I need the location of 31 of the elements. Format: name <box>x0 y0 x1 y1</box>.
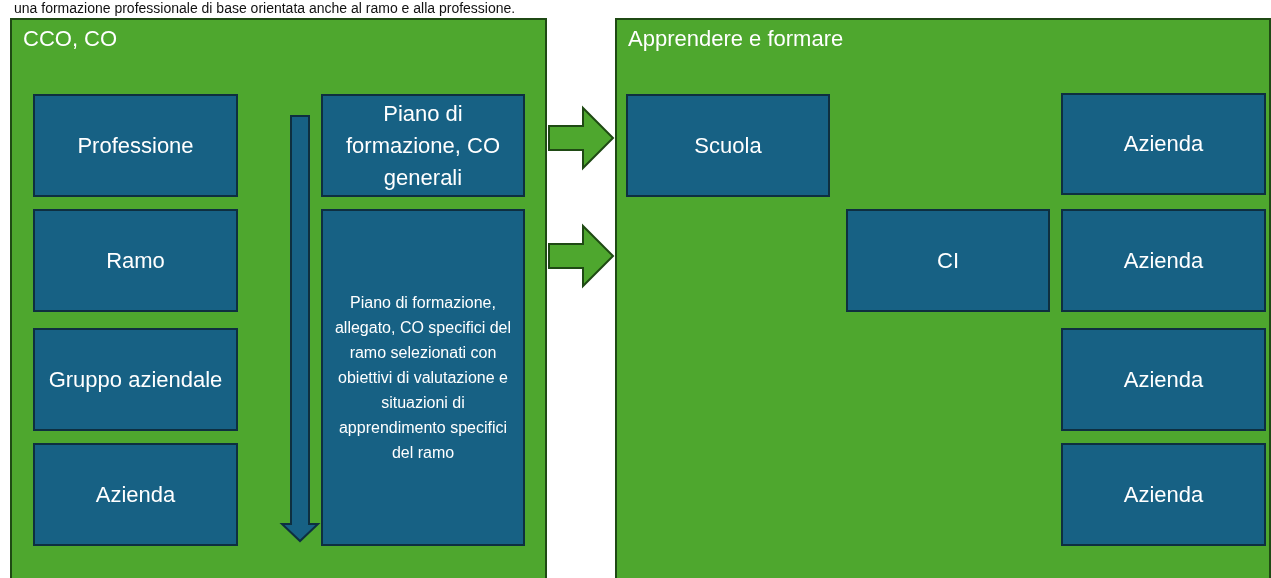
process-box <box>33 209 238 312</box>
box-text: Scuola <box>694 131 762 160</box>
box-text: Azienda <box>95 480 176 509</box>
box-text: Azienda <box>1123 480 1204 509</box>
process-box <box>1061 443 1266 546</box>
process-box <box>33 328 238 431</box>
box-text: Azienda <box>1123 246 1204 275</box>
block-arrow <box>548 223 615 289</box>
process-box <box>321 209 525 546</box>
panel-heading: CCO, CO <box>23 26 118 52</box>
box-text: Piano di formazione, CO generali <box>344 99 502 192</box>
process-box <box>33 443 238 546</box>
box-text: Professione <box>77 131 194 160</box>
process-box <box>1061 328 1266 431</box>
process-box <box>1061 93 1266 195</box>
caption-text: una formazione professionale di base orientata anche al ramo e alla professione. <box>14 0 516 17</box>
group-panel <box>10 18 547 578</box>
process-box <box>846 209 1050 312</box>
block-arrow <box>548 105 615 171</box>
process-box <box>1061 209 1266 312</box>
panel-heading: Apprendere e formare <box>628 26 844 52</box>
box-text: Ramo <box>106 246 165 275</box>
box-text: Piano di formazione, allegato, CO specifici del ramo selezionati con obiettivi di valutazione e situazioni di apprendimento specifici del ramo <box>333 293 513 463</box>
process-box <box>626 94 830 197</box>
process-box <box>33 94 238 197</box>
box-text: Azienda <box>1123 365 1204 394</box>
box-text: Azienda <box>1123 130 1204 158</box>
process-box <box>321 94 525 197</box>
box-text: Gruppo aziendale <box>48 365 223 394</box>
group-panel <box>615 18 1271 578</box>
box-text: CI <box>937 246 959 275</box>
